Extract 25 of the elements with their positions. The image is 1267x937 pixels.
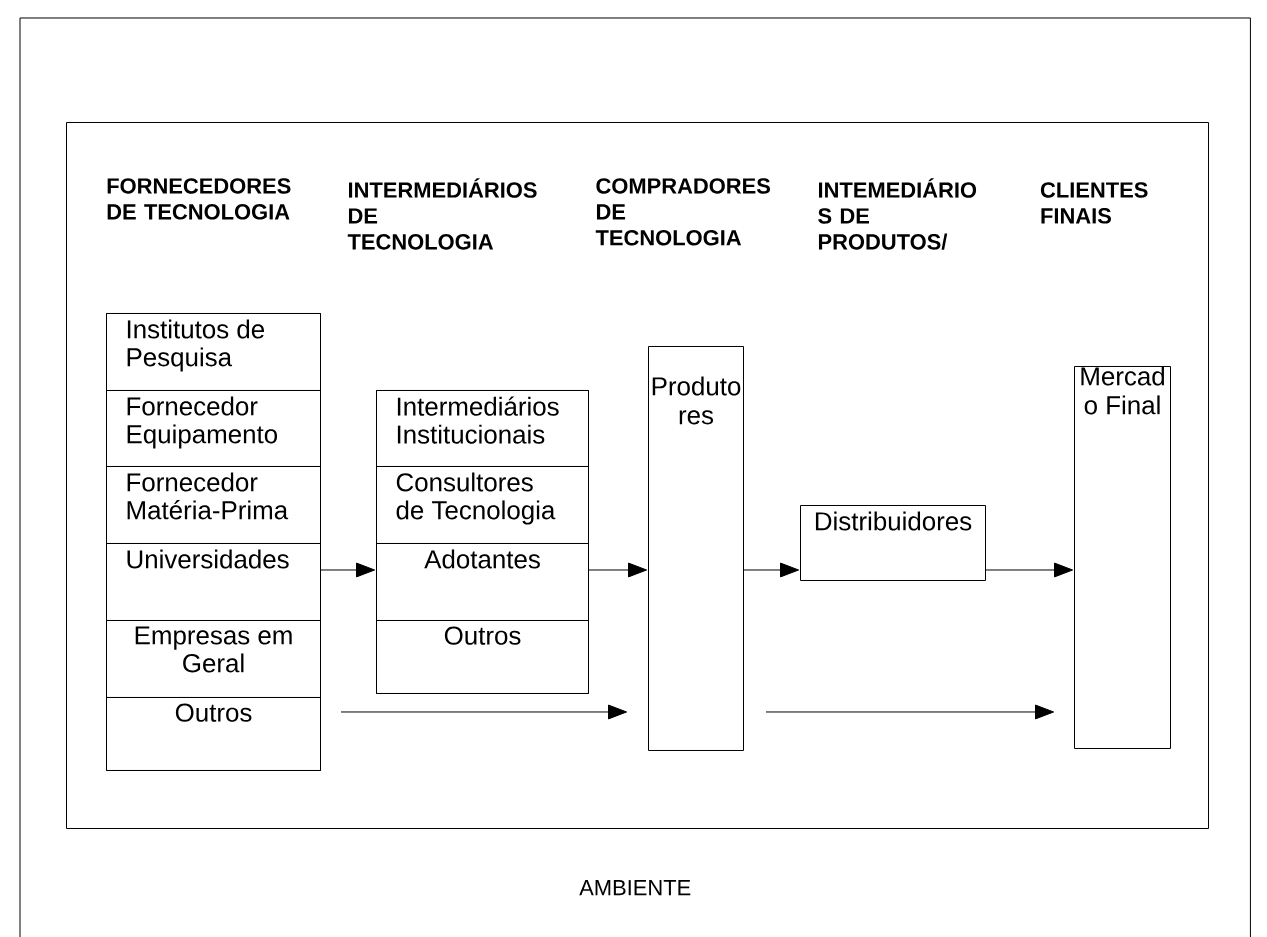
arrow <box>743 562 800 578</box>
column-heading: CLIENTES FINAIS <box>1040 182 1148 224</box>
stack-cell: Intermediários Institucionais <box>376 390 589 467</box>
stack-cell: Outros <box>376 620 589 694</box>
column-heading: INTERMEDIÁRIOS DE TECNOLOGIA <box>347 178 537 250</box>
stack-cell: Consultores de Tecnologia <box>376 466 589 544</box>
environment-box <box>66 122 1209 829</box>
arrow <box>588 562 648 578</box>
stack-cell: Fornecedor Matéria-Prima <box>106 466 321 544</box>
stack-cell: Fornecedor Equipamento <box>106 390 321 467</box>
stack-cell: Institutos de Pesquisa <box>106 313 321 391</box>
stack-cell: Outros <box>106 697 321 771</box>
column-heading: COMPRADORES DE TECNOLOGIA <box>595 178 770 246</box>
arrow <box>765 704 1055 720</box>
column-heading: FORNECEDORES DE TECNOLOGIA <box>107 178 291 220</box>
arrow <box>340 704 628 720</box>
stack-cell: Universidades <box>106 543 321 621</box>
process-box: Produtores <box>648 346 744 751</box>
stack-cell: Empresas em Geral <box>106 620 321 698</box>
process-box: Distribuidores <box>800 505 986 581</box>
stack-cell: Adotantes <box>376 543 589 621</box>
process-box: Mercado Final <box>1074 366 1171 749</box>
column-heading: INTEMEDIÁRIO S DE PRODUTOS/ <box>818 178 977 250</box>
arrow <box>320 562 376 578</box>
arrow <box>985 562 1074 578</box>
